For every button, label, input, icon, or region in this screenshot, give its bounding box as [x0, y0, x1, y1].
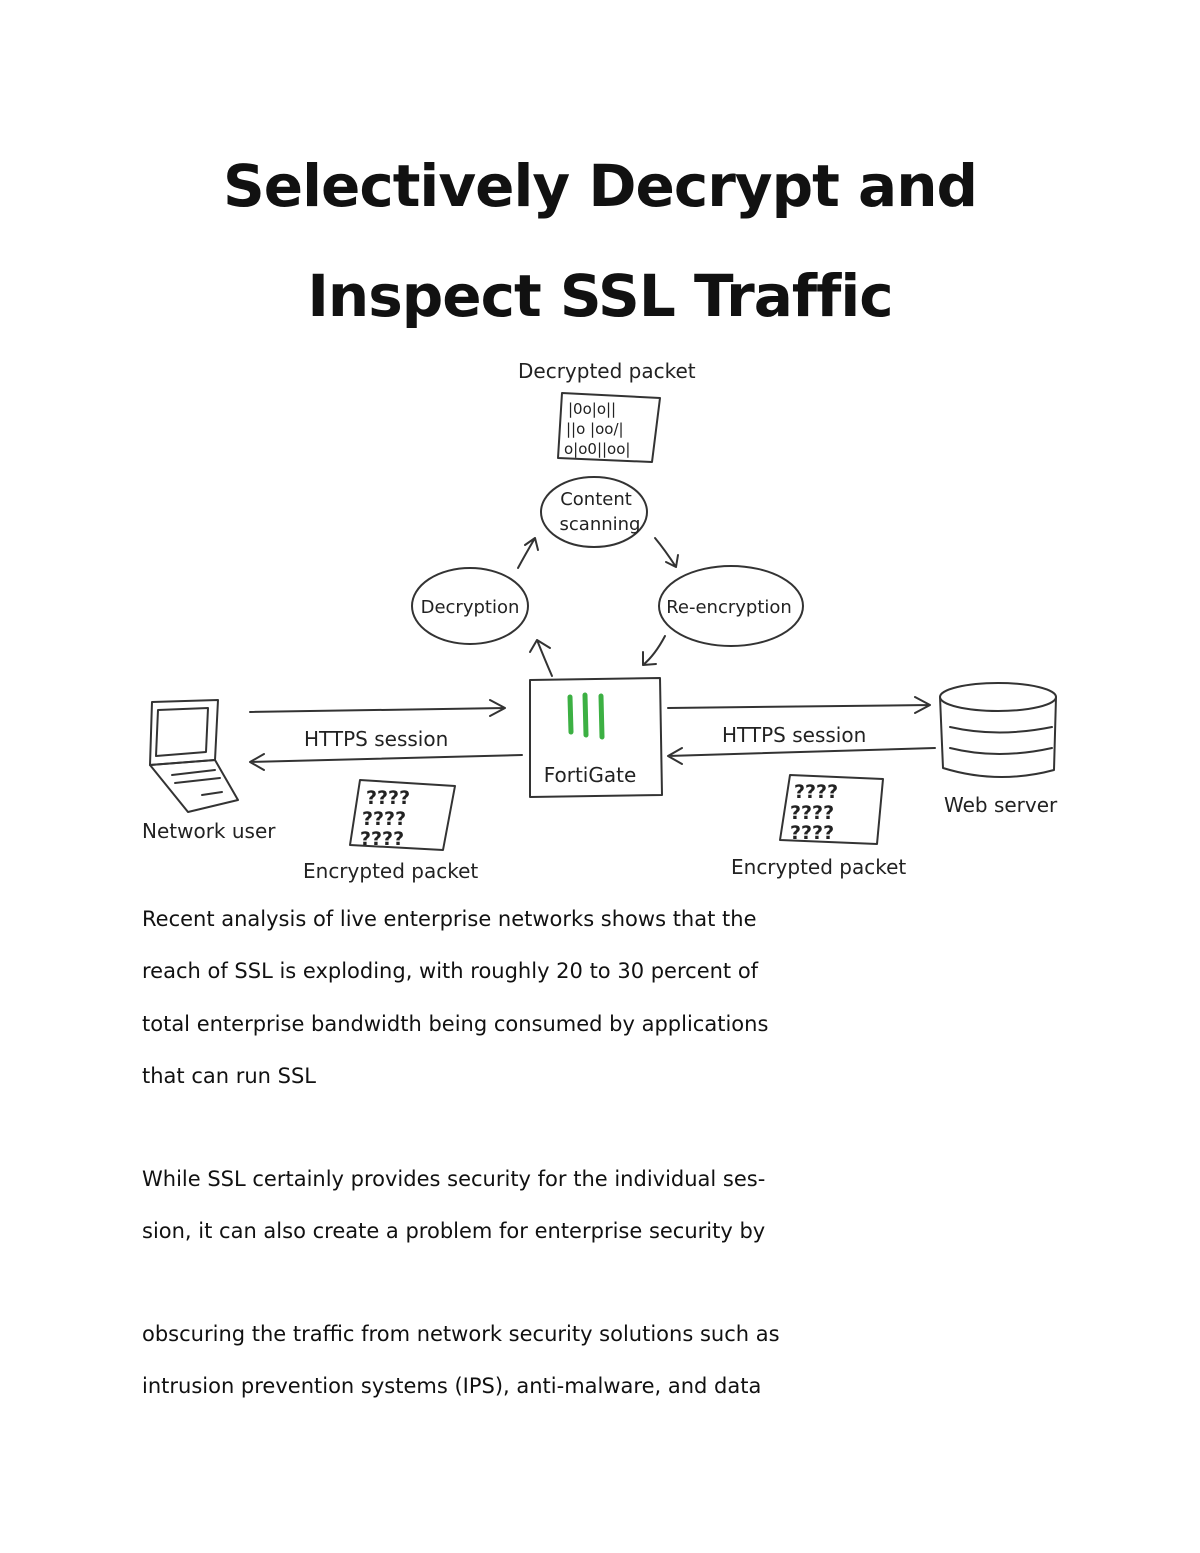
web-server-icon	[939, 682, 1057, 779]
https-session-label-right: HTTPS session	[722, 723, 866, 747]
svg-text:????: ????	[794, 781, 838, 803]
fortigate-box	[529, 677, 663, 798]
decrypted-packet-icon: |0o|o|| ||o |oo/| o|o0||oo|	[557, 392, 661, 463]
decryption-node	[411, 567, 529, 645]
encrypted-packet-label-right: Encrypted packet	[731, 855, 906, 879]
content-scanning-node	[540, 476, 648, 548]
fortinet-logo-icon	[567, 692, 605, 740]
reencryption-label: Re-encryption	[666, 597, 792, 618]
svg-text:????: ????	[362, 808, 406, 830]
encrypted-packet-left-icon: ???? ???? ????	[349, 779, 456, 851]
svg-text:????: ????	[790, 802, 834, 824]
svg-text:????: ????	[366, 787, 410, 809]
encrypted-packet-label-left: Encrypted packet	[303, 859, 478, 883]
body-line: reach of SSL is exploding, with roughly …	[142, 959, 759, 983]
content-scanning-label: Content	[560, 489, 632, 510]
page-title-line-2: Inspect SSL Traffic	[307, 262, 893, 330]
fortigate-label: FortiGate	[544, 763, 637, 787]
body-line: sion, it can also create a problem for e…	[142, 1219, 766, 1243]
body-line: total enterprise bandwidth being consume…	[142, 1012, 769, 1036]
network-user-label: Network user	[142, 819, 276, 843]
https-session-label-left: HTTPS session	[304, 727, 448, 751]
body-line: Recent analysis of live enterprise netwo…	[142, 907, 757, 931]
session-arrows	[249, 696, 936, 771]
content-scanning-label-2: scanning	[560, 514, 641, 535]
svg-text:|0o|o||: |0o|o||	[568, 400, 616, 418]
svg-text:????: ????	[360, 828, 404, 850]
laptop-icon	[149, 699, 239, 813]
encrypted-packet-right-icon: ???? ???? ????	[779, 774, 884, 845]
svg-text:||o |oo/|: ||o |oo/|	[566, 420, 624, 438]
body-line: that can run SSL	[142, 1064, 317, 1088]
reencryption-node	[658, 565, 804, 647]
body-line: While SSL certainly provides security fo…	[142, 1167, 766, 1191]
svg-text:????: ????	[790, 822, 834, 844]
decryption-label: Decryption	[421, 597, 520, 618]
body-line: intrusion prevention systems (IPS), anti…	[142, 1374, 762, 1398]
svg-text:o|o0||oo|: o|o0||oo|	[564, 440, 630, 458]
web-server-label: Web server	[944, 793, 1058, 817]
decrypted-packet-label: Decrypted packet	[518, 359, 696, 383]
page-title-line-1: Selectively Decrypt and	[223, 152, 978, 220]
cycle-arrows	[517, 537, 679, 677]
body-line: obscuring the traffic from network secur…	[142, 1322, 780, 1346]
